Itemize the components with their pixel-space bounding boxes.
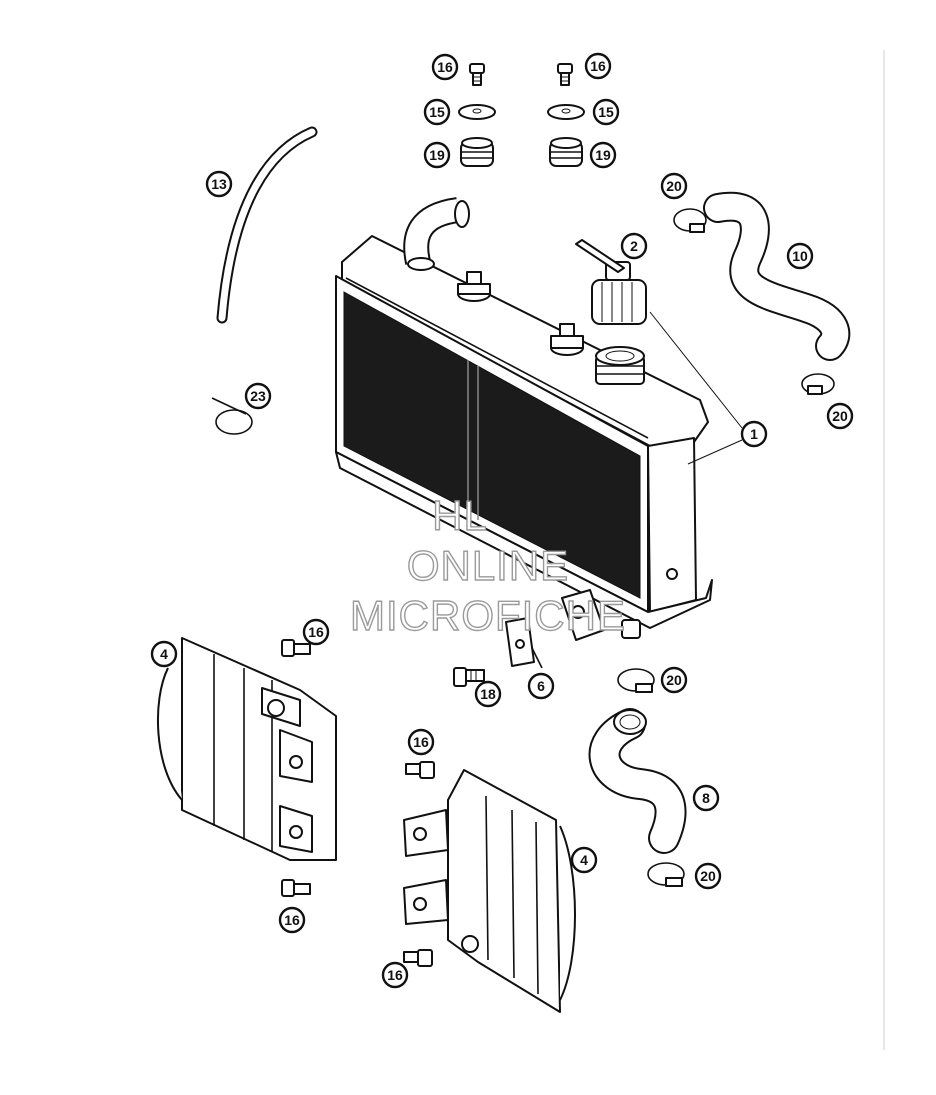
callout-15-right: 15: [592, 98, 620, 126]
callout-20-upper-right: 20: [826, 402, 854, 430]
breather-tube: [216, 126, 318, 324]
callout-2: 2: [620, 232, 648, 260]
svg-text:15: 15: [598, 104, 614, 120]
hose-clamp-middle: [617, 668, 655, 693]
callout-20-bottom: 20: [694, 862, 722, 890]
svg-text:6: 6: [537, 678, 545, 694]
callout-23: 23: [244, 382, 272, 410]
svg-text:13: 13: [211, 176, 227, 192]
callout-16-left-shroud-upper: 16: [302, 618, 330, 646]
cable-tie: [211, 397, 253, 435]
svg-text:16: 16: [413, 734, 429, 750]
upper-hose: [703, 191, 851, 361]
radiator-shroud-left: [156, 637, 337, 861]
bolt-left-shroud-upper: [281, 639, 311, 657]
watermark-line-1: HL: [432, 492, 488, 539]
callout-16-top-right: 16: [584, 52, 612, 80]
callout-1: 1: [740, 420, 768, 448]
bolt-right-top: [557, 63, 573, 86]
mount-stud-left: [457, 271, 491, 302]
leader-line-1b: [687, 439, 743, 465]
svg-text:10: 10: [792, 248, 808, 264]
callout-19-right: 19: [589, 141, 617, 169]
callout-16-right-shroud-lower: 16: [381, 961, 409, 989]
bolt-left-shroud-lower: [281, 879, 311, 897]
svg-text:4: 4: [580, 852, 588, 868]
radiator-inlet-pipe: [403, 197, 470, 271]
callout-13: 13: [205, 170, 233, 198]
svg-text:4: 4: [160, 646, 168, 662]
bolt-18: [453, 667, 485, 687]
svg-text:20: 20: [832, 408, 848, 424]
hose-clamp-upper-right: [801, 373, 835, 395]
svg-text:16: 16: [308, 624, 324, 640]
svg-text:1: 1: [750, 426, 758, 442]
callout-19-left: 19: [423, 141, 451, 169]
svg-text:19: 19: [595, 147, 611, 163]
radiator-bracket-clip: [505, 617, 543, 669]
callout-18: 18: [474, 680, 502, 708]
lower-hose: [588, 708, 687, 854]
callout-8: 8: [692, 784, 720, 812]
grommet-left: [460, 137, 494, 167]
watermark: HL ONLINE MICROFICHE: [349, 491, 626, 639]
mount-stud-right: [550, 323, 584, 356]
leader-line-1a: [649, 311, 743, 429]
grommet-right: [549, 137, 583, 167]
radiator-body: [335, 235, 713, 641]
bolt-left-top: [469, 63, 485, 86]
bolt-right-shroud-lower: [403, 949, 433, 967]
watermark-line-3: MICROFICHE: [350, 592, 626, 639]
hose-clamp-bottom: [647, 862, 685, 887]
callout-4-left: 4: [150, 640, 178, 668]
callout-20-top: 20: [660, 172, 688, 200]
washer-right: [547, 104, 585, 120]
hose-clamp-top: [673, 208, 707, 233]
svg-text:19: 19: [429, 147, 445, 163]
svg-text:8: 8: [702, 790, 710, 806]
svg-text:16: 16: [590, 58, 606, 74]
svg-text:16: 16: [284, 912, 300, 928]
svg-text:20: 20: [666, 178, 682, 194]
watermark-line-2: ONLINE: [407, 542, 569, 589]
radiator-shroud-right: [403, 769, 576, 1013]
svg-text:16: 16: [387, 967, 403, 983]
callout-20-middle: 20: [660, 666, 688, 694]
svg-text:20: 20: [666, 672, 682, 688]
svg-text:20: 20: [700, 868, 716, 884]
svg-text:15: 15: [429, 104, 445, 120]
svg-text:16: 16: [437, 59, 453, 75]
radiator-cap: [575, 239, 647, 325]
svg-text:18: 18: [480, 686, 496, 702]
callout-15-left: 15: [423, 98, 451, 126]
svg-text:23: 23: [250, 388, 266, 404]
washer-left: [458, 104, 496, 120]
callout-16-left-shroud-lower: 16: [278, 906, 306, 934]
callout-10: 10: [786, 242, 814, 270]
bolt-right-shroud-upper: [405, 761, 435, 779]
callout-4-right: 4: [570, 846, 598, 874]
callout-16-right-shroud-upper: 16: [407, 728, 435, 756]
filler-neck: [595, 346, 645, 385]
callout-6: 6: [527, 672, 555, 700]
callout-16-top-left: 16: [431, 53, 459, 81]
svg-text:2: 2: [630, 238, 638, 254]
